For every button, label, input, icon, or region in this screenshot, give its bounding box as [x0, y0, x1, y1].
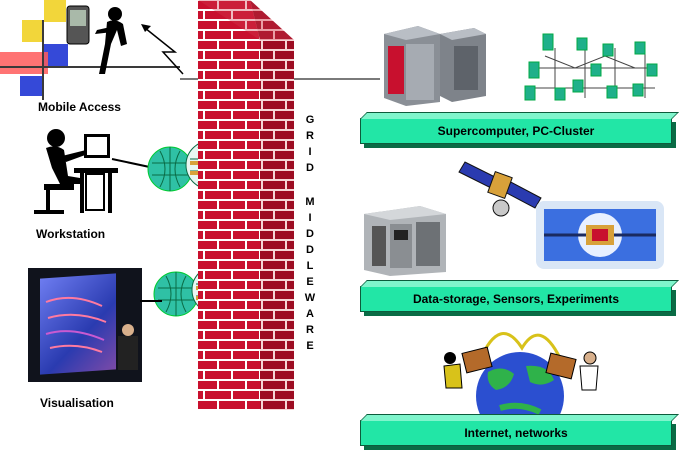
mobile-access-label: Mobile Access: [38, 100, 121, 114]
internet-plate: Internet, networks: [360, 420, 672, 446]
wall-letter: E: [306, 340, 314, 352]
wall-letter: D: [306, 244, 314, 256]
wall-letter: E: [306, 276, 314, 288]
detector-experiment-icon: [536, 201, 664, 269]
data-storage-plate: Data-storage, Sensors, Experiments: [360, 286, 672, 312]
visualisation-cable: [140, 300, 162, 302]
visualisation-image: [28, 268, 142, 382]
satellite-icon: [458, 161, 542, 217]
wall-letter: L: [306, 260, 314, 272]
internet-globe-icon: [443, 332, 599, 418]
internet-plate-label: Internet, networks: [464, 426, 568, 440]
visualisation-label: Visualisation: [40, 396, 114, 410]
wall-letter: M: [305, 196, 315, 208]
workstation-user-icon: [34, 129, 118, 214]
logo-squares: [0, 0, 180, 100]
wall-letter: R: [306, 324, 314, 336]
data-storage-icon: [364, 206, 446, 276]
wall-letter: I: [308, 212, 312, 224]
data-storage-plate-label: Data-storage, Sensors, Experiments: [412, 292, 620, 306]
supercomputer-plate: Supercomputer, PC-Cluster: [360, 118, 672, 144]
mobile-user-icon: [66, 5, 184, 75]
wall-letter: W: [304, 292, 316, 304]
wall-letter: G: [305, 114, 315, 126]
wall-letter: A: [306, 308, 314, 320]
supercomputer-icon: [384, 26, 486, 106]
wall-letter: D: [306, 162, 314, 174]
wall-letter: I: [308, 146, 312, 158]
wall-letter: R: [306, 130, 314, 142]
wall-letter: D: [306, 228, 314, 240]
supercomputer-plate-label: Supercomputer, PC-Cluster: [437, 124, 595, 138]
pc-cluster-icon: [524, 33, 658, 101]
grid-middleware-wall: [198, 0, 294, 410]
workstation-label: Workstation: [36, 227, 106, 241]
